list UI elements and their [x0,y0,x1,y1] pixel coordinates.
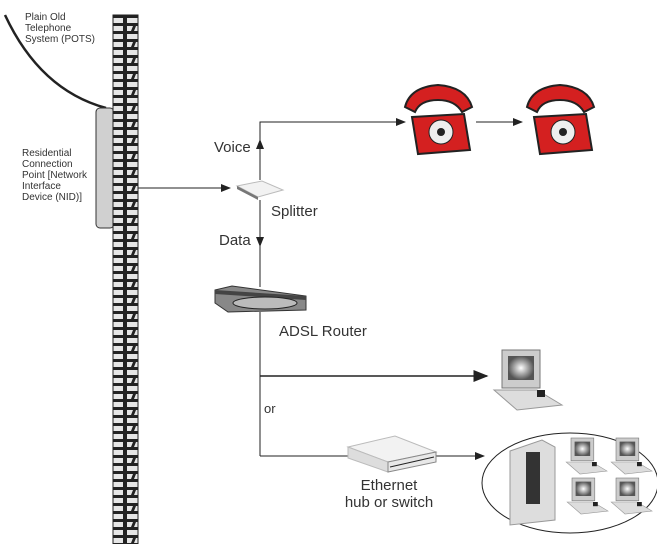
voice-label: Voice [214,139,251,156]
lan-group [481,432,657,534]
nid-label: Residential Connection Point [Network In… [22,148,88,203]
data-label: Data [219,232,251,249]
splitter-icon [235,180,285,200]
hub-icon [346,435,438,473]
or-label: or [264,401,276,416]
router-label: ADSL Router [279,323,367,340]
voice-line [259,118,406,140]
nid-box [95,107,115,229]
server-icon [509,439,556,526]
pots-label: Plain Old Telephone System (POTS) [25,12,96,45]
telephone-icon [525,83,596,156]
hub-label: Ethernet hub or switch [344,477,434,511]
computer-icon [610,437,653,475]
computer-icon [610,477,653,515]
brick-wall-icon [112,14,139,544]
computer-icon [565,437,608,475]
computer-icon [492,349,564,411]
splitter-label: Splitter [271,203,318,220]
telephone-icon [403,83,474,156]
pots-cable [3,14,107,110]
computer-icon [566,477,609,515]
router-icon [214,285,307,313]
